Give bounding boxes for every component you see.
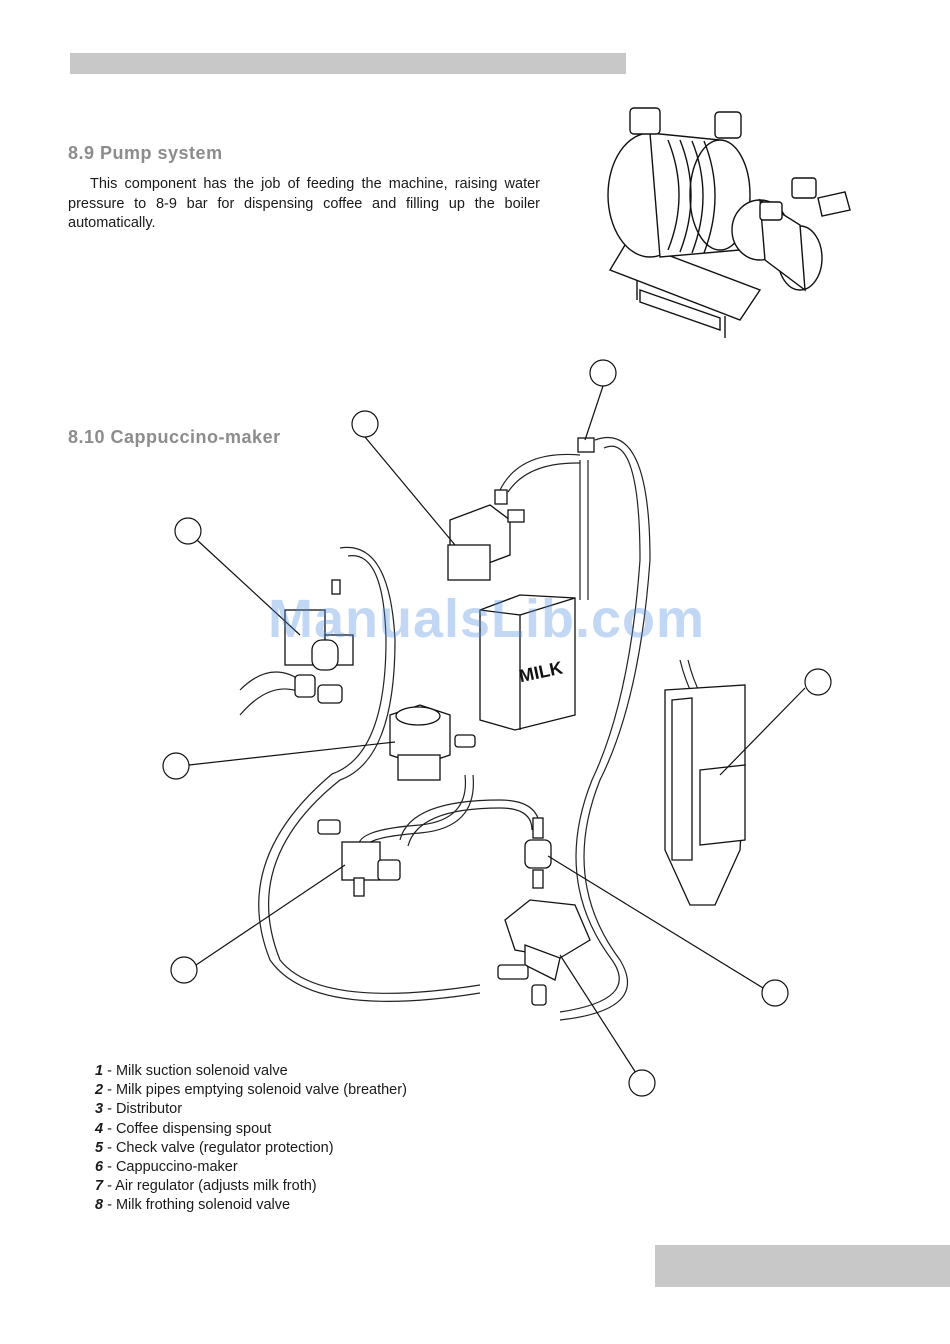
callout-circle bbox=[761, 979, 789, 1007]
section-heading-cappuccino: 8.10 Cappuccino-maker bbox=[68, 427, 281, 447]
legend-item: 2 - Milk pipes emptying solenoid valve (… bbox=[95, 1082, 407, 1099]
callout-circle bbox=[351, 410, 379, 438]
legend-item: 7 - Air regulator (adjusts milk froth) bbox=[95, 1178, 317, 1195]
footer-bar bbox=[655, 1245, 950, 1287]
legend-item: 4 - Coffee dispensing spout bbox=[95, 1120, 272, 1137]
legend-item: 1 - Milk suction solenoid valve bbox=[95, 1063, 288, 1079]
callout-circle bbox=[628, 1069, 656, 1097]
section-heading-pump: 8.9 Pump system bbox=[68, 143, 223, 163]
pump-description: This component has the job of feeding th… bbox=[68, 176, 540, 231]
milk-label: MILK bbox=[517, 658, 564, 687]
legend-item: 3 - Distributor bbox=[95, 1101, 183, 1118]
parts-legend: 1 - Milk suction solenoid valve 2 - Milk… bbox=[95, 1062, 407, 1216]
legend-item: 5 - Check valve (regulator protection) bbox=[95, 1139, 334, 1156]
legend-item: 8 - Milk frothing solenoid valve bbox=[95, 1197, 291, 1214]
legend-item: 6 - Cappuccino-maker bbox=[95, 1158, 238, 1175]
callout-circle bbox=[804, 668, 832, 696]
callout-circle bbox=[589, 359, 617, 387]
callout-circle bbox=[162, 752, 190, 780]
watermark: ManualsLib.com bbox=[268, 589, 706, 649]
callout-circle bbox=[174, 517, 202, 545]
callout-circle bbox=[170, 956, 198, 984]
header-bar bbox=[70, 53, 626, 74]
